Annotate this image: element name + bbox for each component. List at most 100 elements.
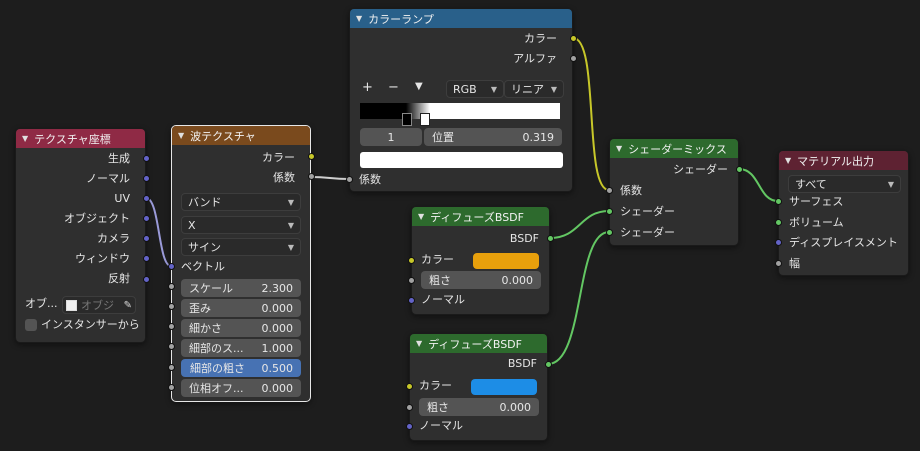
profile-dropdown[interactable]: サイン▼ (181, 238, 301, 256)
material-output-node[interactable]: ▼ マテリアル出力 すべて▼ サーフェス ボリューム ディスプレイスメント 幅 (778, 150, 909, 276)
collapse-chevron-icon[interactable]: ▼ (178, 131, 185, 140)
output-shader: シェーダー (673, 163, 728, 176)
diffuse-color-swatch[interactable] (471, 379, 537, 395)
output-bsdf: BSDF (507, 357, 537, 370)
socket-mix-shader2[interactable] (606, 229, 613, 236)
collapse-chevron-icon[interactable]: ▼ (416, 339, 423, 348)
texture-coordinate-header[interactable]: ▼ テクスチャ座標 (16, 129, 145, 148)
color-mode-dropdown[interactable]: RGB▼ (446, 80, 504, 98)
socket-mix-shader1[interactable] (606, 208, 613, 215)
wave-type-dropdown[interactable]: バンド▼ (181, 193, 301, 211)
socket-out-thickness[interactable] (775, 260, 782, 267)
socket-mix-out[interactable] (736, 166, 743, 173)
mix-shader-node[interactable]: ▼ シェーダーミックス シェーダー 係数 シェーダー シェーダー (609, 138, 739, 246)
socket-wave-phase[interactable] (168, 384, 175, 391)
socket-wave-detail[interactable] (168, 323, 175, 330)
collapse-chevron-icon[interactable]: ▼ (356, 14, 363, 23)
link-bsdf2-to-mix (547, 231, 610, 365)
output-reflection: 反射 (108, 272, 130, 285)
object-picker[interactable]: オブジ ✎ (62, 296, 136, 314)
normal-label: ノーマル (419, 419, 463, 432)
socket-bsdf1-color[interactable] (408, 257, 415, 264)
stop-index-field[interactable]: 1 (360, 128, 422, 146)
color-ramp-gradient[interactable] (360, 103, 560, 119)
mix-shader-header[interactable]: ▼ シェーダーミックス (610, 139, 738, 158)
field-value: 0.000 (261, 381, 294, 395)
socket-bsdf2-color[interactable] (406, 383, 413, 390)
socket-ramp-color[interactable] (570, 35, 577, 42)
object-placeholder: オブジ (81, 299, 114, 312)
socket-ramp-alpha[interactable] (570, 55, 577, 62)
socket-camera[interactable] (143, 235, 150, 242)
socket-uv[interactable] (143, 195, 150, 202)
eyedropper-icon[interactable]: ✎ (123, 299, 132, 311)
add-stop-button[interactable]: + (362, 80, 373, 95)
socket-bsdf1-normal[interactable] (408, 297, 415, 304)
socket-bsdf2-roughness[interactable] (406, 404, 413, 411)
socket-out-surface[interactable] (775, 198, 782, 205)
material-output-header[interactable]: ▼ マテリアル出力 (779, 151, 908, 170)
socket-bsdf1-out[interactable] (547, 235, 554, 242)
socket-window[interactable] (143, 255, 150, 262)
output-camera: カメラ (97, 232, 130, 245)
field-label: 位置 (432, 131, 454, 144)
texture-coordinate-node[interactable]: ▼ テクスチャ座標 生成 ノーマル UV オブジェクト カメラ ウィンドウ 反射… (15, 128, 146, 343)
socket-out-displacement[interactable] (775, 239, 782, 246)
socket-wave-detail-roughness[interactable] (168, 364, 175, 371)
socket-object[interactable] (143, 215, 150, 222)
from-instancer-checkbox[interactable] (25, 319, 37, 331)
socket-generated[interactable] (143, 155, 150, 162)
color-ramp-header[interactable]: ▼ カラーランプ (350, 9, 572, 28)
vector-input-label: ベクトル (181, 260, 225, 273)
target-dropdown[interactable]: すべて▼ (788, 175, 901, 193)
remove-stop-button[interactable]: − (388, 80, 399, 95)
diffuse-header[interactable]: ▼ ディフューズBSDF (412, 207, 549, 226)
socket-mix-fac[interactable] (606, 187, 613, 194)
socket-reflection[interactable] (143, 276, 150, 283)
phase-offset-field[interactable]: 位相オフ... 0.000 (181, 379, 301, 397)
detail-scale-field[interactable]: 細部のス...1.000 (181, 339, 301, 357)
socket-out-volume[interactable] (775, 219, 782, 226)
collapse-chevron-icon[interactable]: ▼ (616, 144, 623, 153)
socket-wave-fac[interactable] (308, 173, 315, 180)
input-shader-1: シェーダー (620, 205, 675, 218)
socket-bsdf2-normal[interactable] (406, 423, 413, 430)
chevron-down-icon: ▼ (287, 242, 294, 252)
socket-wave-detail-scale[interactable] (168, 343, 175, 350)
collapse-chevron-icon[interactable]: ▼ (418, 212, 425, 221)
diffuse-header[interactable]: ▼ ディフューズBSDF (410, 334, 547, 353)
diffuse-color-swatch[interactable] (473, 253, 539, 269)
collapse-chevron-icon[interactable]: ▼ (785, 156, 792, 165)
collapse-chevron-icon[interactable]: ▼ (22, 134, 29, 143)
socket-normal[interactable] (143, 175, 150, 182)
stop-color-swatch[interactable] (360, 152, 563, 168)
field-value: 0.500 (261, 361, 294, 375)
link-bsdf1-to-mix (549, 210, 610, 239)
interpolation-dropdown[interactable]: リニア▼ (504, 80, 564, 98)
socket-wave-distortion[interactable] (168, 303, 175, 310)
socket-wave-color[interactable] (308, 153, 315, 160)
chevron-down-icon: ▼ (550, 84, 557, 94)
socket-wave-scale[interactable] (168, 283, 175, 290)
wave-texture-header[interactable]: ▼ 波テクスチャ (172, 126, 310, 145)
direction-dropdown[interactable]: X▼ (181, 216, 301, 234)
ramp-stop-white-active[interactable] (420, 113, 430, 126)
ramp-menu-chevron-icon[interactable]: ▼ (415, 81, 423, 92)
socket-ramp-fac[interactable] (346, 176, 353, 183)
field-label: 位相オフ... (189, 382, 244, 395)
socket-wave-vector[interactable] (168, 263, 175, 270)
socket-bsdf1-roughness[interactable] (408, 277, 415, 284)
ramp-stop-black[interactable] (402, 113, 412, 126)
socket-bsdf2-out[interactable] (545, 361, 552, 368)
